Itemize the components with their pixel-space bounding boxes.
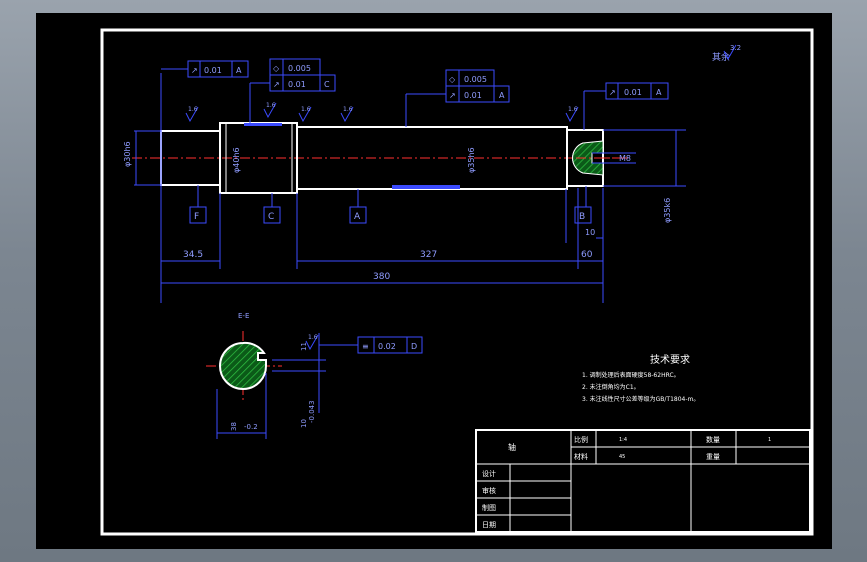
dim-thread: M8 [619, 154, 631, 163]
svg-text:C: C [324, 80, 330, 89]
corner-roughness-value: 3.2 [730, 44, 741, 52]
svg-text:φ40h6: φ40h6 [232, 147, 241, 173]
drawing-canvas: 其余 3.2 [100, 28, 814, 536]
svg-text:↗: ↗ [609, 88, 616, 97]
datum-label-f: F [194, 212, 199, 222]
svg-text:0.01: 0.01 [204, 66, 222, 75]
svg-text:◇: ◇ [449, 75, 456, 84]
dim-section-tol: -0.2 [244, 423, 258, 431]
dim-key-slot: 10 [300, 419, 308, 428]
section-label: E-E [238, 312, 249, 320]
dim-section-depth: 11 [300, 342, 308, 351]
tb-part-name: 轴 [508, 442, 516, 452]
roughness-mark-1: 1.6 [185, 106, 199, 123]
svg-text:1.6: 1.6 [188, 106, 198, 113]
tb-label-scale: 比例 [574, 435, 588, 444]
svg-text:0.01: 0.01 [288, 80, 306, 89]
svg-text:φ30h6: φ30h6 [123, 141, 132, 167]
roughness-mark-2: 1.6 [263, 102, 277, 119]
svg-text:1.6: 1.6 [568, 106, 578, 113]
section-view: E-E 38 -0.2 11 10 -0.043 ≡ 0.02 D [206, 312, 423, 439]
datum-label-b: B [579, 212, 585, 222]
svg-text:↗: ↗ [273, 80, 280, 89]
svg-text:◇: ◇ [273, 64, 280, 73]
drawing-border [100, 28, 814, 536]
tb-row-date: 日期 [482, 521, 496, 529]
tb-label-weight: 重量 [706, 453, 720, 461]
diameter-marks: φ30h6 φ40h6 φ35h6 φ35k6 [123, 141, 672, 223]
shaft-view [132, 122, 628, 194]
collar-mark [244, 123, 282, 126]
svg-text:≡: ≡ [362, 342, 369, 351]
surface-roughness-marks: 1.6 1.6 1.6 1.6 1.6 1.6 [185, 102, 579, 351]
dim-key-slot-tol: -0.043 [308, 400, 316, 423]
svg-text:↗: ↗ [449, 91, 456, 100]
svg-text:0.01: 0.01 [624, 88, 642, 97]
datum-markers: F C A B [189, 185, 592, 224]
tb-label-material: 材料 [574, 452, 588, 461]
dimension-lines [134, 73, 686, 303]
svg-text:1.6: 1.6 [308, 334, 318, 341]
svg-text:A: A [656, 88, 662, 97]
svg-text:0.01: 0.01 [464, 91, 482, 100]
dim-length-left: 34.5 [183, 250, 203, 260]
gdt-left-runout: ↗ 0.01 A [161, 60, 249, 78]
svg-text:φ35h6: φ35h6 [467, 147, 476, 173]
dim-key-width: 10 [585, 228, 595, 237]
gdt-symmetry-datum: D [411, 342, 417, 351]
tb-row-draw: 制图 [482, 503, 496, 512]
svg-text:A: A [236, 66, 242, 75]
dimension-texts: 34.5 327 60 380 M8 10 [183, 154, 631, 282]
svg-text:φ35k6: φ35k6 [663, 198, 672, 223]
roughness-mark-4: 1.6 [340, 106, 354, 123]
tech-item-3: 3. 未注线性尺寸公差等级为GB/T1804-m。 [582, 395, 699, 403]
dim-section-width: 38 [230, 422, 238, 431]
tb-row-review: 审核 [482, 486, 496, 495]
svg-text:1.6: 1.6 [343, 106, 353, 113]
roughness-mark-3: 1.6 [298, 106, 312, 123]
corner-roughness: 其余 3.2 [712, 44, 741, 63]
roughness-icon [723, 44, 737, 61]
tech-item-1: 1. 调制处理后表面硬度58-62HRC。 [582, 371, 680, 379]
roughness-mark-6: 1.6 [305, 334, 319, 351]
gdt-mid: ◇ 0.005 ↗ 0.01 A [405, 69, 510, 127]
gdt-right-runout: ↗ 0.01 A [583, 82, 669, 130]
tb-qty-value: 1 [768, 437, 771, 443]
tb-material-value: 45 [619, 454, 625, 460]
dim-length-right: 60 [581, 250, 593, 260]
svg-text:1.6: 1.6 [266, 102, 276, 109]
dim-length-mid: 327 [420, 250, 437, 260]
tb-scale-value: 1:4 [619, 437, 627, 443]
cad-viewport[interactable]: 其余 3.2 [36, 13, 832, 549]
title-block: 轴 比例 1:4 数量 1 材料 45 重量 设计 审核 制图 日期 [475, 429, 811, 533]
dim-length-total: 380 [373, 272, 390, 282]
tech-item-2: 2. 未注倒角均为C1。 [582, 383, 640, 391]
svg-text:0.005: 0.005 [288, 64, 311, 73]
datum-label-a: A [354, 212, 361, 222]
datum-label-c: C [268, 212, 274, 222]
tb-row-design: 设计 [482, 469, 496, 478]
svg-text:1.6: 1.6 [301, 106, 311, 113]
keyway-mark [392, 185, 460, 189]
svg-text:0.005: 0.005 [464, 75, 487, 84]
svg-text:A: A [499, 91, 505, 100]
gdt-symmetry-value: 0.02 [378, 342, 396, 351]
section-hatch [219, 341, 267, 390]
tb-label-qty: 数量 [706, 435, 720, 444]
svg-text:↗: ↗ [191, 66, 198, 75]
gdt-collar: ◇ 0.005 ↗ 0.01 C [249, 58, 336, 123]
tech-requirements: 技术要求 1. 调制处理后表面硬度58-62HRC。 2. 未注倒角均为C1。 … [582, 353, 699, 403]
roughness-mark-5: 1.6 [565, 106, 579, 123]
tech-title: 技术要求 [650, 353, 690, 366]
